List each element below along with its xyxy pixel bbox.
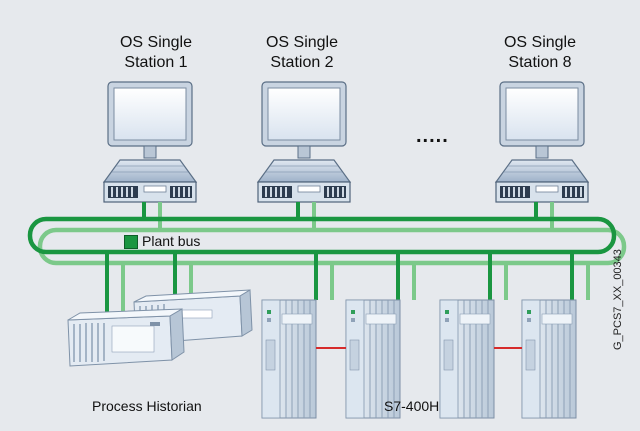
workstation-icon <box>495 81 589 203</box>
historian-server-icon <box>67 289 253 367</box>
controller-rack-icon <box>521 299 577 419</box>
station-2-title-line1: OS Single <box>265 34 339 51</box>
workstation-icon <box>257 81 351 203</box>
station-8-title-line2: Station 8 <box>508 54 572 71</box>
workstation-icon <box>103 81 197 203</box>
controller-drop-lines <box>314 252 590 300</box>
s7-400h-label: S7-400H <box>384 398 440 414</box>
document-id: G_PCS7_XX_00343 <box>612 249 624 350</box>
station-2-title-line2: Station 2 <box>270 54 334 71</box>
more-stations-ellipsis: ..... <box>416 125 449 147</box>
controller-rack-icon <box>439 299 495 419</box>
process-historian-label: Process Historian <box>92 398 202 414</box>
station-8-title-line1: OS Single <box>503 34 577 51</box>
station-2-title: OS Single Station 2 <box>242 33 362 73</box>
plant-bus-ring-primary <box>27 216 617 255</box>
station-1-title: OS Single Station 1 <box>96 33 216 73</box>
controller-rack-icon <box>261 299 317 419</box>
plant-bus-label: Plant bus <box>142 233 201 249</box>
plant-bus-legend-swatch <box>124 235 138 249</box>
station-8-title: OS Single Station 8 <box>480 33 600 73</box>
station-1-title-line1: OS Single <box>119 34 193 51</box>
station-1-title-line2: Station 1 <box>124 54 188 71</box>
